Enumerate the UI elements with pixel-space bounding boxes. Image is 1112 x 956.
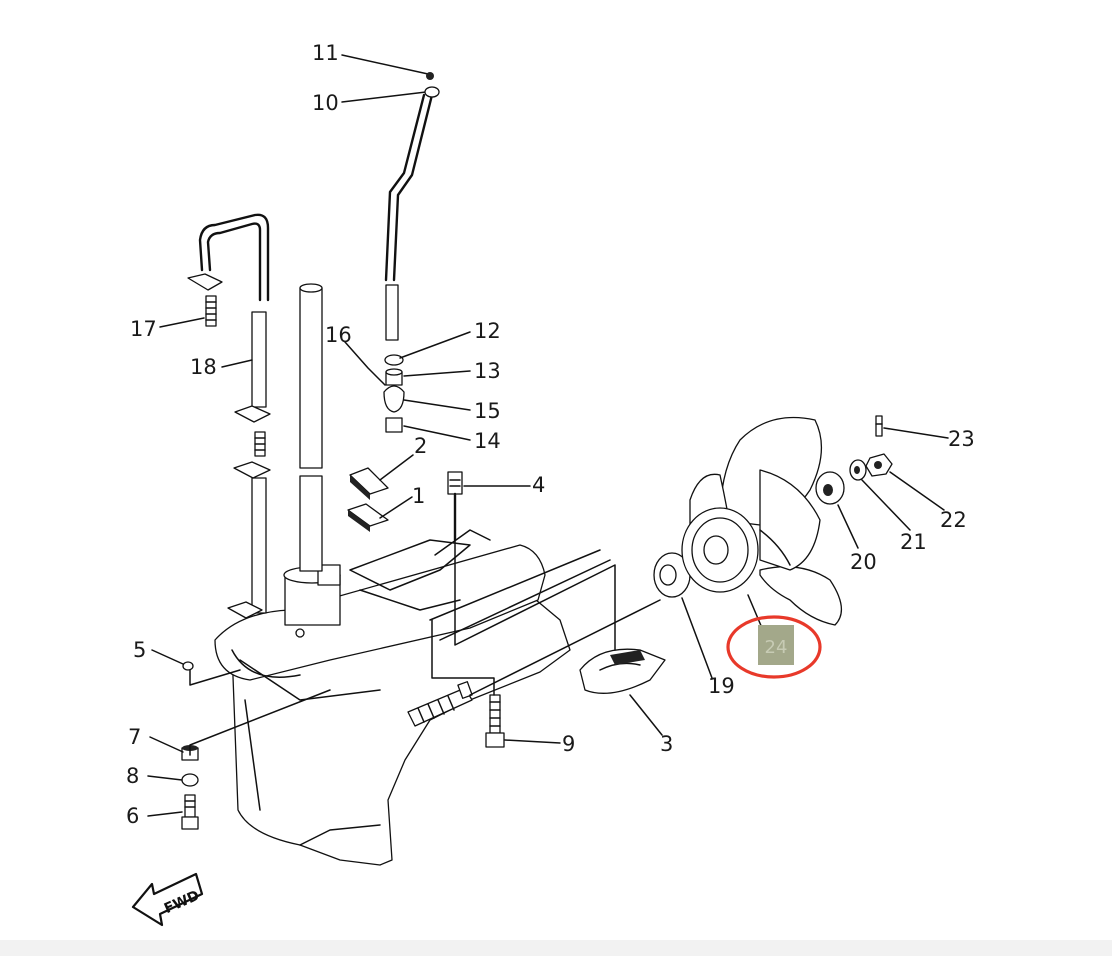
callout-21: 21 [900, 530, 927, 554]
callout-15: 15 [474, 399, 501, 423]
leader-lines [147, 54, 949, 817]
callout-19: 19 [708, 674, 735, 698]
callout-24: 24 [765, 637, 788, 658]
callout-11: 11 [312, 41, 339, 65]
highlighted-callout-24[interactable]: 24 [726, 615, 822, 679]
drive-shaft [299, 283, 323, 572]
callout-12: 12 [474, 319, 501, 343]
footer-strip [0, 940, 1112, 956]
callout-23: 23 [948, 427, 975, 451]
callout-10: 10 [312, 91, 339, 115]
prop-nut-hardware [815, 415, 893, 505]
callout-17: 17 [130, 317, 157, 341]
callout-5: 5 [133, 638, 146, 662]
shift-rod [384, 93, 434, 341]
spacers [347, 467, 389, 532]
callout-22: 22 [940, 508, 967, 532]
callout-20: 20 [850, 550, 877, 574]
callout-6: 6 [126, 804, 139, 828]
callout-7: 7 [128, 725, 141, 749]
callout-8: 8 [126, 764, 139, 788]
callout-2: 2 [414, 434, 427, 458]
small-hardware [181, 661, 199, 830]
callout-16: 16 [325, 323, 352, 347]
callout-labels: 11 10 12 13 15 14 16 17 18 2 1 4 5 7 8 6… [126, 41, 975, 828]
anode-3 [579, 648, 666, 694]
callout-3: 3 [660, 732, 673, 756]
callout-1: 1 [412, 484, 425, 508]
highlight-box [758, 625, 794, 665]
fwd-arrow: FWD [131, 872, 204, 927]
bolt-9 [485, 694, 505, 748]
callout-18: 18 [190, 355, 217, 379]
callout-9: 9 [562, 732, 575, 756]
propeller [681, 416, 842, 626]
callout-13: 13 [474, 359, 501, 383]
lower-casing [214, 529, 571, 866]
thrust-washer-19 [653, 552, 691, 598]
water-tube [187, 213, 271, 619]
bolt-4 [447, 471, 463, 542]
shift-rod-hardware [383, 354, 405, 433]
assembly-guide-lines [189, 539, 661, 756]
callout-4: 4 [532, 473, 545, 497]
highlight-ring [726, 615, 822, 679]
callout-14: 14 [474, 429, 501, 453]
propeller-shaft [407, 681, 473, 727]
